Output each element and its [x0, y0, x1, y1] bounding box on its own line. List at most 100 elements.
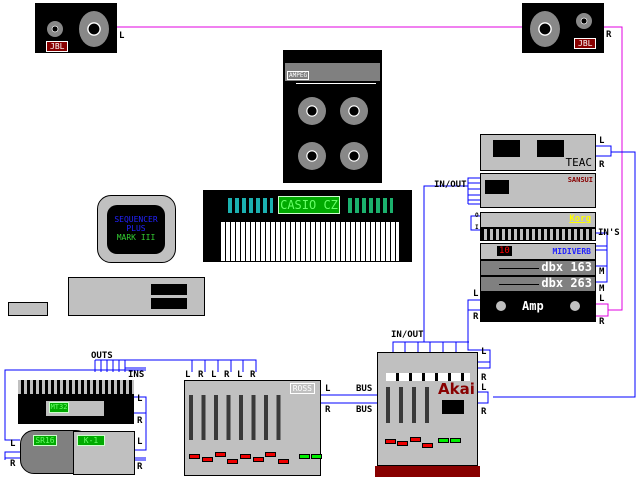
k1-l: L: [137, 437, 143, 447]
screen-line-1: SEQUENCER: [114, 215, 158, 224]
piano-keys[interactable]: [221, 222, 399, 261]
jbl-logo: JBL: [46, 41, 69, 52]
speaker-wires: [117, 26, 623, 317]
sansui-cassette: SANSUI: [480, 173, 596, 208]
akai-logo: Akai: [438, 380, 475, 398]
cabinet-speaker-icon: [298, 97, 326, 125]
knob-icon[interactable]: [496, 301, 506, 311]
dbx-263-logo: dbx 263: [541, 276, 592, 290]
jbl-speaker-left: JBL: [35, 3, 117, 53]
ross-input-label: R: [250, 370, 256, 380]
ross-out-l: L: [325, 384, 331, 394]
channel-knobs[interactable]: [189, 395, 289, 440]
akai-l2: L: [481, 383, 487, 393]
k1-r: R: [137, 462, 143, 472]
sr16-r: R: [10, 459, 16, 469]
akai-r1: R: [481, 373, 487, 383]
amp-l-in: L: [473, 289, 479, 299]
midiverb-unit: 10 MIDIVERB: [480, 243, 596, 260]
sr16-display: SR16: [33, 435, 57, 446]
akai-l1: L: [481, 347, 487, 357]
akai-base: [375, 466, 480, 477]
cabinet-speaker-icon: [340, 142, 368, 170]
patchbay[interactable]: [480, 228, 596, 241]
akai-mixer: Akai: [377, 352, 478, 466]
channel-knobs[interactable]: [386, 387, 436, 423]
k1-synth: K-1: [73, 431, 135, 475]
amp-head: AMPEG: [285, 63, 380, 81]
woofer-icon: [530, 11, 560, 47]
cabinet-speaker-icon: [298, 142, 326, 170]
o-label: O: [475, 212, 479, 219]
m-label: M: [599, 267, 605, 277]
ins-label: IN'S: [598, 228, 620, 238]
outs-label: OUTS: [91, 351, 113, 361]
amp-r-in: R: [473, 312, 479, 322]
ross-mixer: ROSS: [184, 380, 322, 476]
ross-out-r: R: [325, 405, 331, 415]
speaker-left-channel: L: [119, 31, 125, 41]
ins-label: INS: [128, 370, 145, 380]
ross-input-label: L: [185, 370, 191, 380]
amp-r-out: R: [599, 317, 605, 327]
ross-logo: ROSS: [289, 383, 315, 394]
teac-r-label: R: [599, 160, 605, 170]
mt32-l: L: [137, 394, 143, 404]
ampeg-bass-amp: AMPEG: [283, 50, 382, 183]
m-label: M: [599, 284, 605, 294]
cabinet-speaker-icon: [340, 97, 368, 125]
slider[interactable]: [499, 268, 539, 269]
casio-cz-keyboard: CASIO CZ: [203, 190, 412, 262]
cassette-icon: [442, 400, 464, 414]
in-out-label: IN/OUT: [434, 180, 467, 190]
knob-icon[interactable]: [570, 301, 580, 311]
dbx-163-logo: dbx 163: [541, 260, 592, 274]
midiverb-logo: MIDIVERB: [552, 247, 591, 256]
bus-l-label: BUS: [356, 384, 373, 394]
vu-meters: [386, 373, 470, 381]
midi-interface: [8, 302, 48, 316]
computer-base: [68, 277, 205, 316]
akai-r2: R: [481, 407, 487, 417]
floppy-drive[interactable]: [151, 298, 187, 309]
korg-unit: Korg: [480, 212, 596, 228]
wire-right-speaker: [604, 26, 623, 311]
ross-input-label: L: [237, 370, 243, 380]
ross-input-label: L: [211, 370, 217, 380]
ross-input-label: R: [224, 370, 230, 380]
akai-in-out-label: IN/OUT: [391, 330, 424, 340]
jbl-speaker-right: JBL: [522, 3, 604, 53]
sr16-l: L: [10, 439, 16, 449]
teac-l-label: L: [599, 136, 605, 146]
slider[interactable]: [499, 284, 539, 285]
screen-line-2: PLUS: [126, 224, 146, 233]
casio-display: CASIO CZ: [278, 196, 340, 214]
amp-l-out: L: [599, 294, 605, 304]
floppy-drive[interactable]: [151, 284, 187, 295]
k1-display: K-1: [77, 435, 105, 446]
jbl-logo: JBL: [574, 38, 597, 49]
ampeg-logo: AMPEG: [287, 71, 310, 80]
midiverb-display: 10: [497, 246, 512, 256]
monitor-screen: SEQUENCER PLUS MARK III: [107, 205, 165, 254]
dbx-163: dbx 163: [480, 260, 596, 276]
teac-logo: TEAC: [565, 156, 593, 169]
korg-logo: Korg: [569, 214, 591, 224]
mt32-module: MT32: [18, 380, 134, 424]
tweeter-icon: [47, 21, 63, 37]
dbx-263: dbx 263: [480, 276, 596, 292]
teac-tape-deck: TEAC: [480, 134, 596, 171]
ross-input-label: R: [198, 370, 204, 380]
woofer-icon: [79, 11, 109, 47]
screen-line-3: MARK III: [116, 233, 156, 242]
computer-monitor: SEQUENCER PLUS MARK III: [97, 195, 176, 263]
amp-logo: Amp: [522, 299, 544, 313]
power-amp: Amp: [480, 292, 596, 322]
tweeter-icon: [576, 13, 592, 29]
mt32-display: MT32: [49, 402, 69, 413]
speaker-right-channel: R: [606, 30, 612, 40]
sansui-logo: SANSUI: [567, 176, 593, 184]
bus-r-label: BUS: [356, 405, 373, 415]
i-label: I: [475, 224, 479, 231]
mt32-r: R: [137, 416, 143, 426]
